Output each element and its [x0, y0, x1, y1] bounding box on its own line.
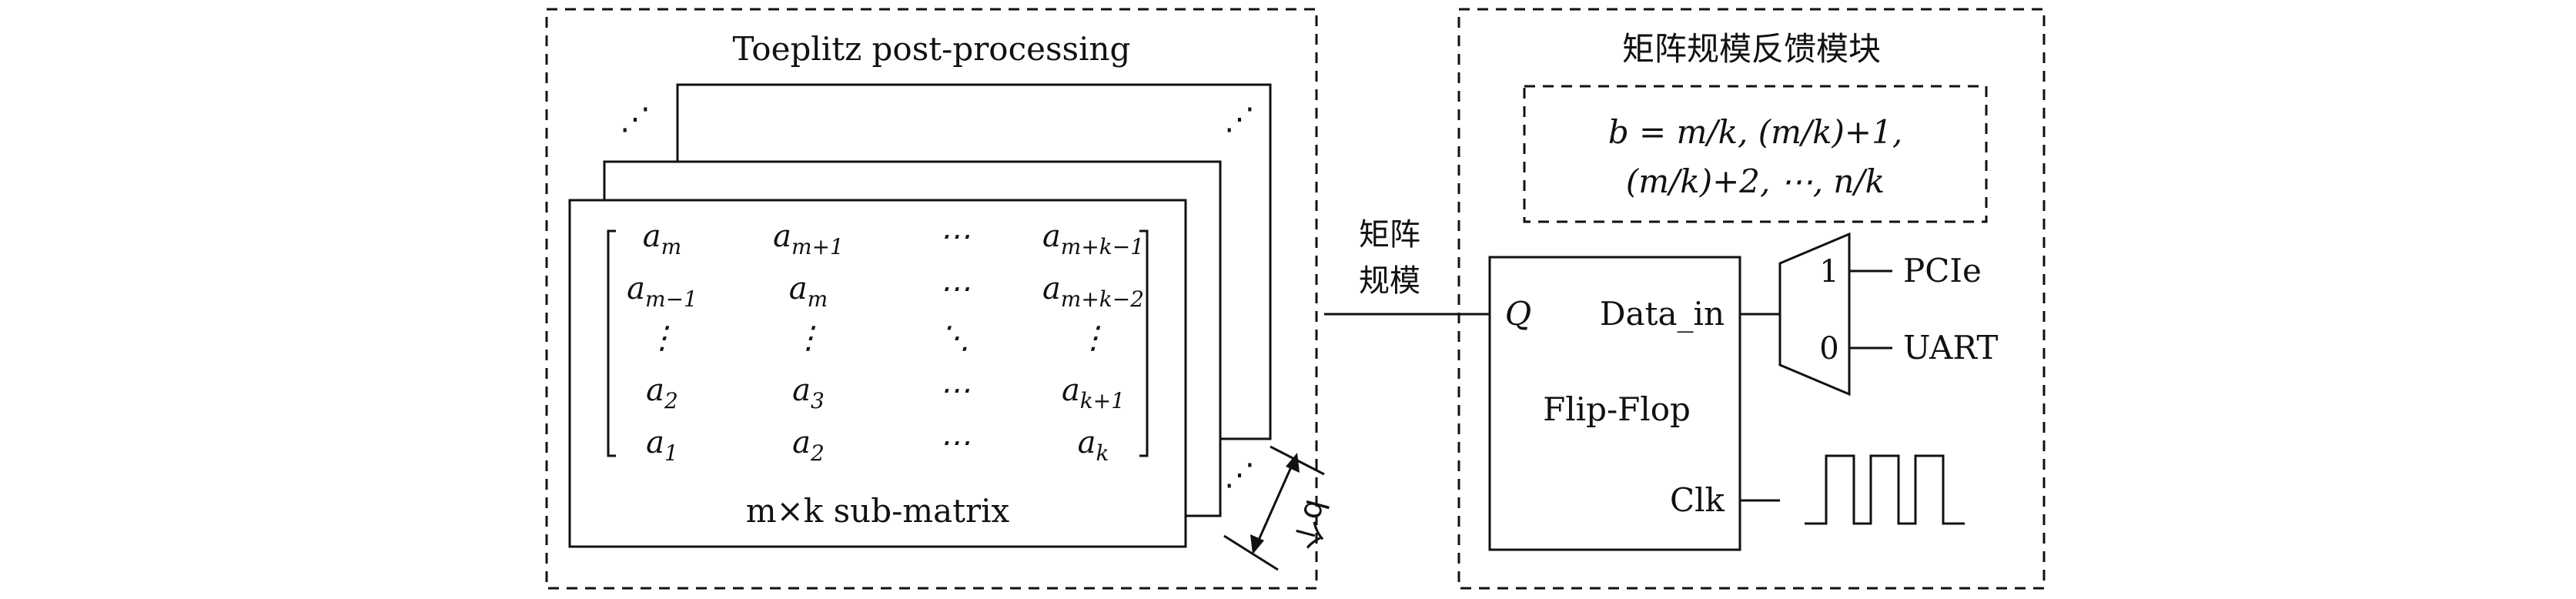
- connector-label-line2: 规模: [1359, 263, 1420, 299]
- matrix-cell-r2-c4: am+k−2: [1042, 271, 1144, 312]
- flipflop-name: Flip-Flop: [1543, 390, 1691, 428]
- matrix-bracket-right: [1139, 229, 1149, 457]
- left-panel-title: Toeplitz post-processing: [733, 30, 1131, 68]
- flipflop-clk-label: Clk: [1670, 481, 1725, 519]
- connector-label-line1: 矩阵: [1359, 217, 1420, 253]
- formula-line1: b = m/k, (m/k)+1,: [1608, 113, 1902, 151]
- left-panel-border: [545, 8, 1318, 590]
- submatrix-label: m×k sub-matrix: [746, 492, 1010, 530]
- matrix-cell-r1-c1: am: [643, 219, 681, 259]
- formula-line2: (m/k)+2, ⋯, n/k: [1626, 162, 1885, 200]
- matrix-bracket-left: [607, 229, 616, 457]
- matrix-cell-r1-c3: ⋯: [939, 219, 970, 254]
- matrix-cell-r3-c1: ⋮: [647, 320, 677, 356]
- flipflop-box: [1488, 256, 1741, 551]
- uart-label: UART: [1903, 329, 1998, 366]
- flipflop-data-in-label: Data_in: [1600, 295, 1725, 333]
- matrix-cell-r2-c2: am: [789, 271, 828, 312]
- depth-arrow-head-top: [1286, 453, 1300, 473]
- right-panel-border: [1457, 8, 2046, 590]
- stack-ellipsis-top-right: ⋰: [1224, 102, 1255, 137]
- matrix-cell-r4-c3: ⋯: [939, 373, 970, 408]
- matrix-cell-r4-c1: a2: [646, 373, 678, 413]
- mux-input-1: 1: [1819, 254, 1838, 289]
- matrix-cell-r5-c4: ak: [1078, 425, 1109, 466]
- matrix-cells: am am+1 ⋯ am+k−1 am−1 am ⋯ am+k−2 ⋮ ⋮ ⋱ ⋮ a2 a3 ⋯ ak+1 a…: [627, 219, 1144, 466]
- matrix-cell-r1-c2: am+1: [773, 219, 844, 259]
- stack-ellipsis-bottom-right: ⋰: [1224, 457, 1255, 493]
- depth-label: b个: [1287, 496, 1334, 554]
- right-panel-title: 矩阵规模反馈模块: [1622, 30, 1881, 68]
- clock-waveform: [1805, 454, 1965, 525]
- depth-arrow-head-bottom: [1250, 534, 1264, 554]
- depth-tick-bottom: [1223, 534, 1279, 571]
- matrix-cell-r5-c3: ⋯: [939, 425, 970, 460]
- flipflop-q-label: Q: [1505, 295, 1531, 333]
- matrix-cell-r3-c3: ⋱: [939, 320, 970, 356]
- pcie-label: PCIe: [1903, 252, 1982, 289]
- mux-shape: [1778, 232, 1851, 397]
- depth-arrow-line: [1255, 461, 1295, 546]
- mux-input-0: 0: [1819, 331, 1838, 366]
- matrix-cell-r1-c4: am+k−1: [1042, 219, 1144, 259]
- matrix-cell-r2-c3: ⋯: [939, 271, 970, 306]
- matrix-cell-r5-c2: a2: [792, 425, 825, 466]
- matrix-cell-r4-c4: ak+1: [1062, 373, 1125, 413]
- matrix-cell-r4-c2: a3: [792, 373, 825, 413]
- stack-page-front: [568, 199, 1187, 548]
- matrix-cell-r3-c4: ⋮: [1078, 320, 1109, 356]
- matrix-cell-r5-c1: a1: [646, 425, 678, 466]
- matrix-cell-r3-c2: ⋮: [793, 320, 824, 356]
- matrix-cell-r2-c1: am−1: [627, 271, 698, 312]
- formula-box: [1523, 85, 1988, 223]
- stack-ellipsis-top-left: ⋰: [620, 102, 651, 137]
